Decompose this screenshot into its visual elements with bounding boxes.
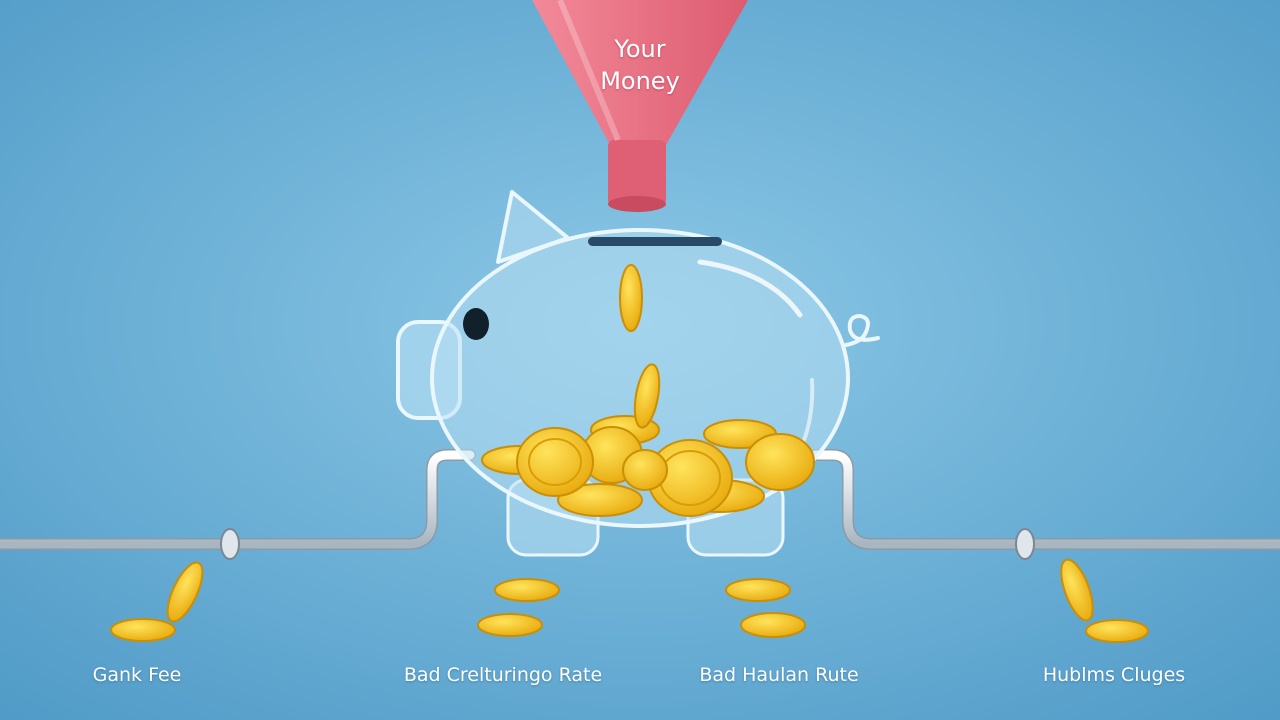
caption-hidden-charges: Hublms Cluges [1042,664,1186,686]
caption-bank-fee: Gank Fee [92,664,182,686]
caption-interest-rate: Bad Haulan Rute [699,664,859,686]
caption-exchange-rate: Bad Crelturingo Rate [403,664,603,686]
falling-coin-icon [619,264,661,429]
funnel-label-line2: Money [600,67,680,95]
pipe-left [0,449,476,560]
coin-pile-icon [481,415,815,517]
funnel-icon [532,0,748,212]
funnel-label-line1: Your [614,35,666,63]
pipe-right [809,449,1280,560]
leaked-coins-icon [110,558,1149,643]
